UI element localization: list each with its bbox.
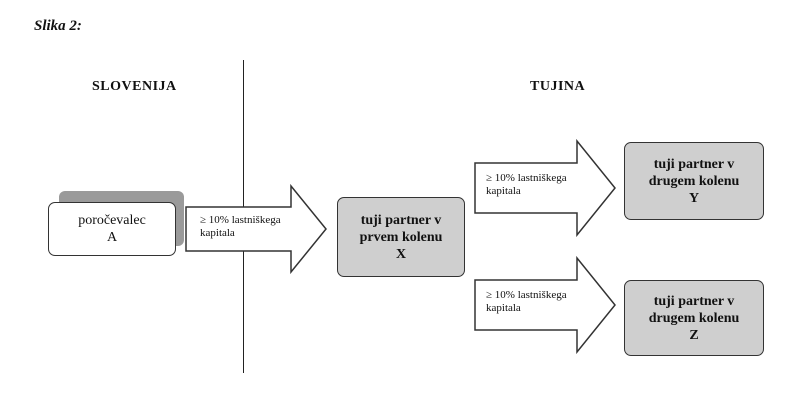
node-x: tuji partner v prvem kolenu X: [337, 197, 465, 277]
edge-x-y-label-line2: kapitala: [486, 185, 521, 197]
node-z-line3: Z: [689, 327, 699, 343]
node-a-line2: A: [106, 230, 118, 245]
node-z-line2: drugem kolenu: [648, 310, 740, 326]
node-x-line1: tuji partner v: [360, 212, 442, 228]
node-x-line2: prvem kolenu: [359, 229, 443, 245]
edge-a-x-label-line2: kapitala: [200, 227, 235, 239]
edge-x-z-label-line1: ≥ 10% lastniškega: [486, 289, 567, 301]
edge-a-x-arrow: [185, 183, 327, 275]
node-a: poročevalec A: [48, 202, 176, 256]
node-z-line1: tuji partner v: [653, 293, 735, 309]
edge-x-y-arrow-shape: [474, 138, 616, 238]
region-label-slovenija: SLOVENIJA: [92, 79, 177, 94]
edge-x-y-arrow: [474, 138, 616, 238]
node-y-line1: tuji partner v: [653, 156, 735, 172]
edge-a-x-label: ≥ 10% lastniškega kapitala: [200, 214, 281, 240]
figure-caption: Slika 2:: [34, 18, 82, 34]
edge-x-z-arrow: [474, 255, 616, 355]
edge-x-z-label-line2: kapitala: [486, 302, 521, 314]
edge-x-y-label: ≥ 10% lastniškega kapitala: [486, 172, 567, 198]
node-x-line3: X: [395, 246, 407, 262]
edge-x-y-label-line1: ≥ 10% lastniškega: [486, 172, 567, 184]
edge-a-x-label-line1: ≥ 10% lastniškega: [200, 214, 281, 226]
node-y-line3: Y: [688, 190, 700, 206]
node-z: tuji partner v drugem kolenu Z: [624, 280, 764, 356]
node-y-line2: drugem kolenu: [648, 173, 740, 189]
edge-x-z-arrow-shape: [474, 255, 616, 355]
edge-x-z-label: ≥ 10% lastniškega kapitala: [486, 289, 567, 315]
edge-a-x-arrow-shape: [185, 183, 327, 275]
node-y: tuji partner v drugem kolenu Y: [624, 142, 764, 220]
region-label-tujina: TUJINA: [530, 79, 586, 94]
node-a-line1: poročevalec: [78, 213, 146, 228]
